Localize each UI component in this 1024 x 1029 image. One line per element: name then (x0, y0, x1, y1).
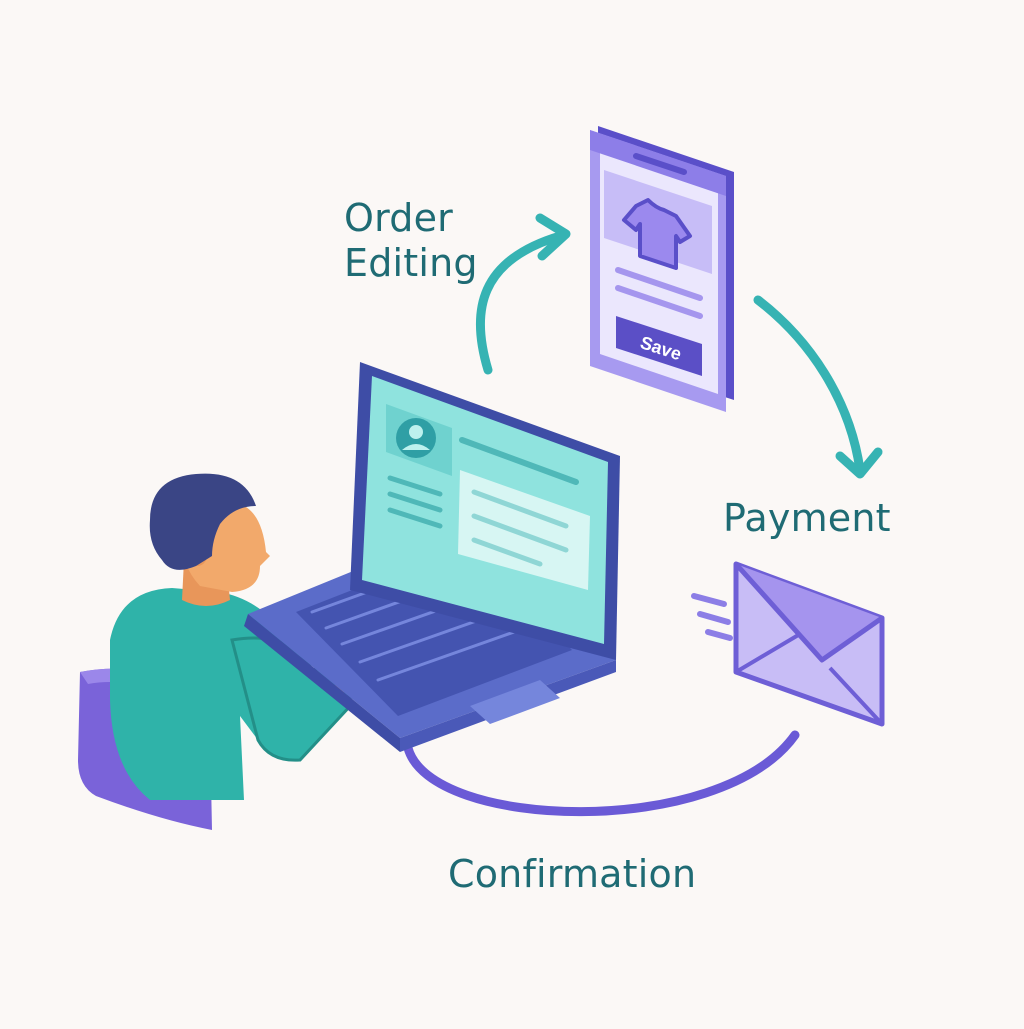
step-label-order-editing: Order Editing (344, 196, 478, 285)
touchpad (470, 680, 560, 724)
laptop (244, 362, 620, 752)
phone-device: Save (590, 126, 734, 412)
laptop-screen (386, 404, 590, 590)
arrow-confirmation-arc (403, 730, 800, 817)
envelope-icon (691, 561, 885, 727)
user-avatar-icon (396, 418, 436, 458)
step-label-payment: Payment (723, 496, 891, 540)
step-label-confirmation: Confirmation (448, 852, 697, 896)
shirt-icon (622, 198, 692, 270)
arrow-order-to-phone (475, 213, 571, 375)
arrow-phone-to-payment (753, 295, 883, 479)
